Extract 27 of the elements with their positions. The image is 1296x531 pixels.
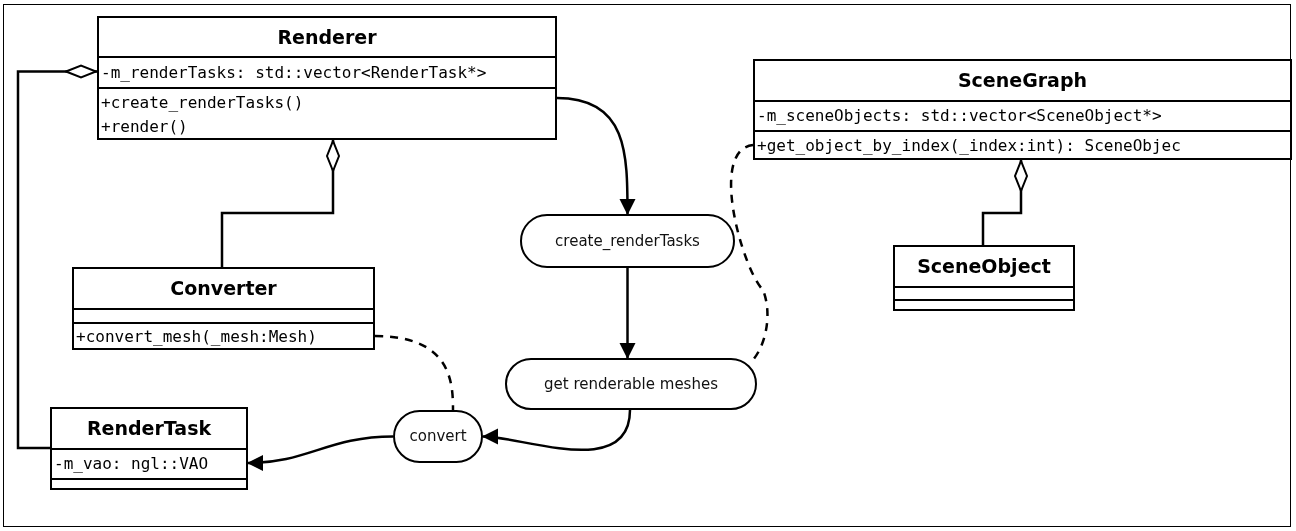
arrow	[619, 268, 636, 359]
arrow	[556, 96, 636, 215]
class-compartment: +create_renderTasks() +render()	[99, 87, 555, 140]
class-name: Renderer	[276, 24, 378, 50]
uml-class-box	[753, 59, 1292, 160]
aggregation-line	[220, 140, 340, 267]
arrow	[482, 409, 632, 451]
aggregation-line	[16, 64, 97, 450]
class-name: Converter	[169, 275, 278, 301]
activity-node: create_renderTasks	[520, 214, 735, 268]
class-compartment: -m_vao: ngl::VAO	[52, 448, 246, 478]
class-compartment: +get_object_by_index(_index:int): SceneObjec	[755, 130, 1290, 160]
class-compartment: +convert_mesh(_mesh:Mesh)	[74, 322, 373, 350]
activity-node: get renderable meshes	[505, 358, 757, 410]
dashed-connector	[374, 334, 455, 410]
class-compartment: -m_sceneObjects: std::vector<SceneObject*>	[755, 100, 1290, 130]
uml-class-box	[97, 16, 557, 140]
class-name: SceneObject	[916, 253, 1052, 279]
uml-class-box	[893, 245, 1075, 311]
activity-node: convert	[393, 410, 483, 463]
class-compartment: -m_renderTasks: std::vector<RenderTask*>	[99, 56, 555, 87]
arrow	[247, 435, 394, 471]
uml-class-box	[72, 267, 375, 350]
uml-class-box	[50, 407, 248, 490]
aggregation-line	[981, 160, 1028, 245]
class-name: RenderTask	[85, 415, 213, 441]
class-name: SceneGraph	[956, 67, 1089, 93]
